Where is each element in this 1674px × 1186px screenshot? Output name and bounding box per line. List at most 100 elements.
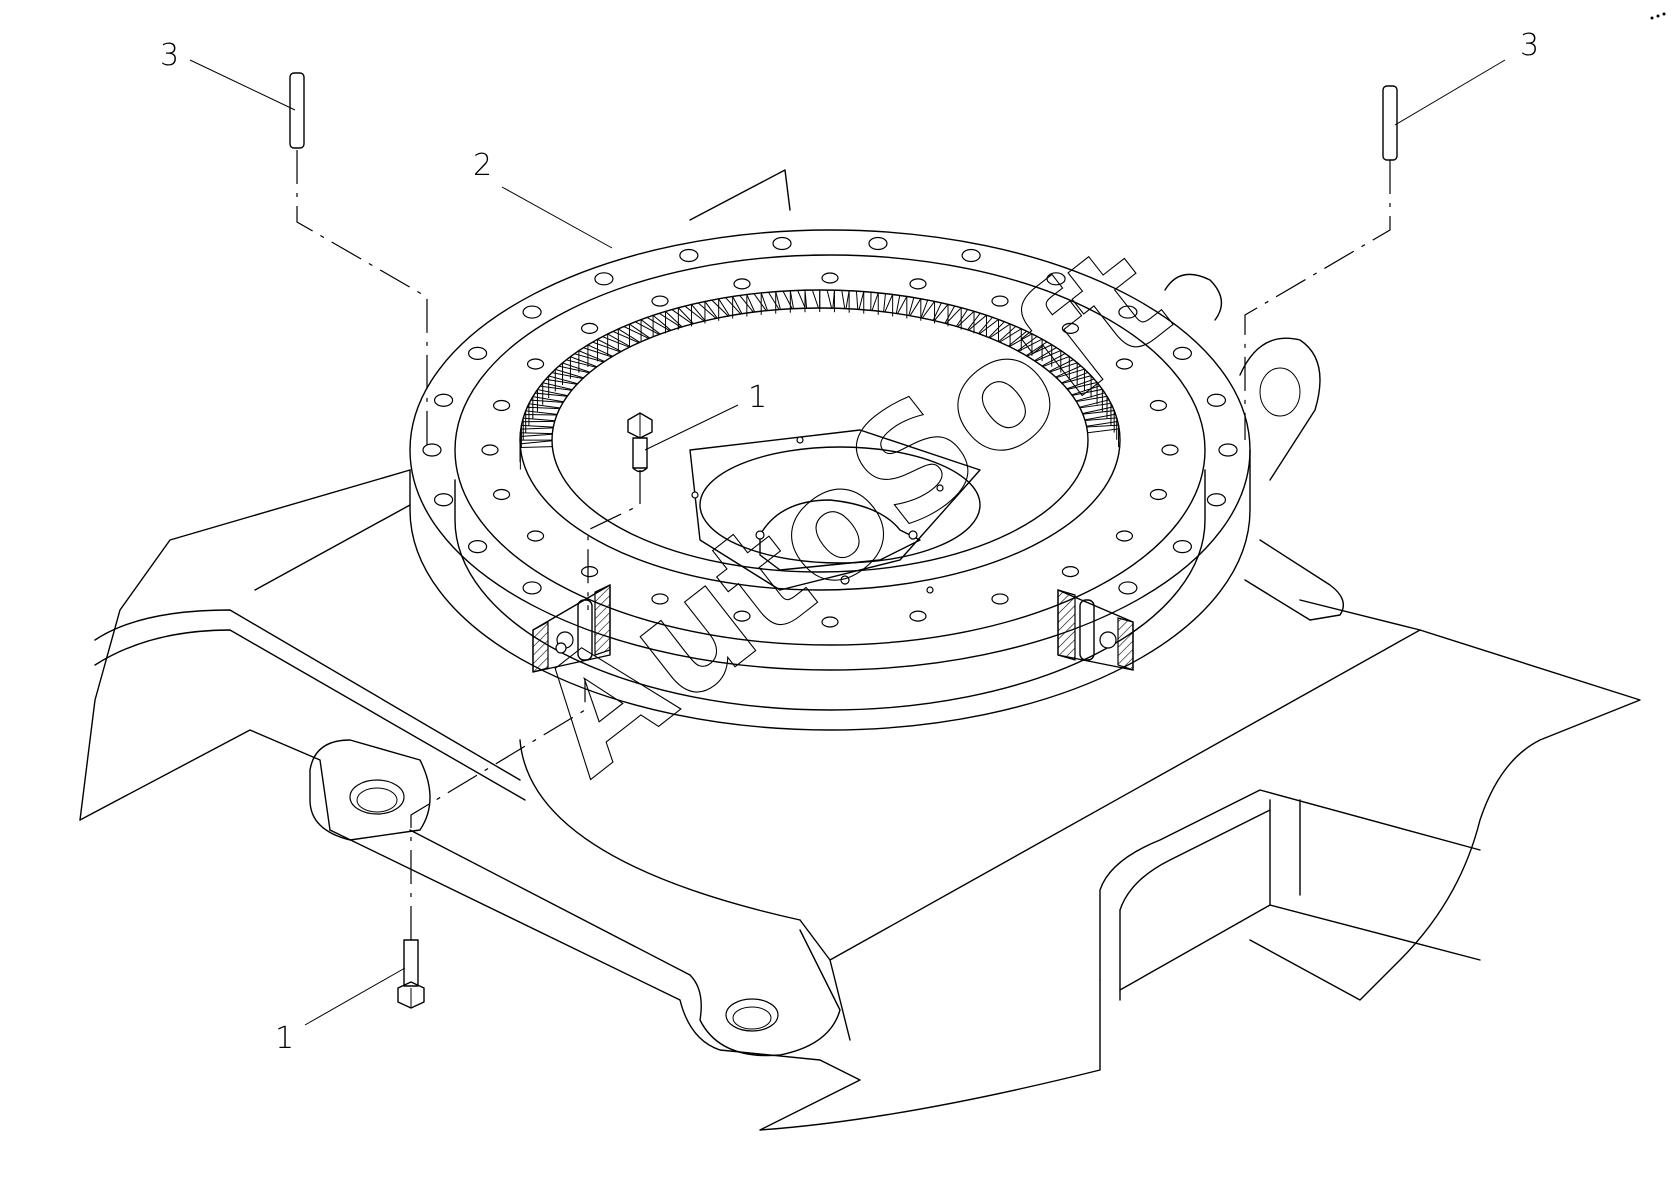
gear-tooth — [945, 307, 969, 327]
inner-bolt-hole — [580, 322, 599, 334]
callout-bolt-bottom: 1 — [275, 1021, 294, 1056]
gear-tooth — [1042, 355, 1075, 372]
gear-tooth — [789, 289, 806, 309]
gear-tooth — [519, 427, 554, 435]
gear-tooth — [547, 372, 584, 385]
inner-bolt-hole — [651, 593, 669, 605]
outer-bolt-hole — [1218, 443, 1238, 457]
frame-hole-bottom — [725, 998, 779, 1032]
ring-inner-edge — [454, 254, 1206, 646]
inner-bolt-hole — [526, 530, 545, 542]
callout-slewing-ring: 2 — [473, 148, 492, 183]
center-opening — [699, 446, 981, 564]
outer-bolt-hole — [772, 236, 792, 251]
inner-bolt-hole — [481, 444, 499, 456]
frame-hole-left — [349, 779, 405, 815]
gear-tooth — [1056, 368, 1089, 384]
pin-right — [1382, 85, 1398, 161]
inner-bolt-hole — [991, 593, 1009, 605]
gear-tooth — [1034, 349, 1067, 367]
gear-tooth — [569, 353, 604, 368]
gear-tooth — [532, 392, 568, 403]
gear-tooth — [871, 292, 887, 312]
gear-tooth — [760, 291, 780, 311]
gear-tooth — [561, 359, 597, 373]
outer-bolt-holes — [422, 236, 1238, 595]
bolt-top — [627, 412, 653, 473]
gear-tooth — [1067, 381, 1101, 396]
gear-tooth — [1062, 375, 1096, 390]
gear-tooth — [1009, 333, 1039, 352]
inner-bolt-hole — [1115, 530, 1134, 542]
outer-bolt-hole — [1118, 581, 1138, 595]
inner-bolt-hole — [492, 399, 511, 412]
outer-bolt-hole — [522, 581, 542, 595]
inner-bolt-hole — [1061, 322, 1080, 334]
corner-mark — [1650, 12, 1666, 20]
outer-bolt-hole — [1118, 305, 1138, 319]
inner-bolt-holes — [481, 272, 1179, 628]
gear-tooth — [717, 297, 742, 317]
gear-tooth — [933, 303, 956, 324]
gear-tooth — [520, 420, 555, 428]
gear-tooth — [746, 293, 767, 313]
inner-bolt-hole — [580, 566, 599, 578]
gear-tooth — [606, 330, 640, 348]
gear-tooth — [1076, 395, 1110, 408]
outer-bolt-hole — [1046, 272, 1066, 286]
gear-tooth — [731, 294, 754, 314]
callout-pin-right: 3 — [1520, 28, 1539, 63]
outer-bolt-hole — [433, 393, 454, 407]
gear-tooth — [999, 328, 1028, 347]
gear-tooth — [586, 341, 621, 357]
inner-bolt-hole — [733, 610, 751, 622]
gear-tooth — [628, 321, 660, 339]
inner-bolt-hole — [733, 278, 751, 290]
callout-bolt-top: 1 — [748, 380, 767, 415]
gear-tooth — [524, 406, 560, 415]
gear-tooth — [1018, 338, 1048, 357]
gear-tooth — [897, 295, 915, 316]
gear-tooth — [858, 291, 872, 311]
inner-bolt-hole — [821, 616, 839, 628]
inner-bolt-hole — [492, 488, 511, 501]
gear-tooth — [536, 385, 572, 397]
gear-tooth — [1026, 344, 1058, 362]
inner-bolt-hole — [651, 295, 669, 307]
outer-bolt-hole — [594, 272, 614, 286]
gear-tooth — [541, 378, 578, 391]
outer-bolt-hole — [522, 305, 542, 319]
inner-bolt-hole — [991, 295, 1009, 307]
gear-tooth — [640, 316, 671, 335]
inner-bolt-hole — [1161, 444, 1179, 456]
outer-bolt-hole — [1206, 393, 1227, 407]
gear-tooth — [677, 305, 705, 324]
gear-tooth — [832, 289, 846, 309]
assembly-centerlines — [296, 150, 1391, 940]
gear-tooth — [554, 365, 590, 379]
inner-bolt-hole — [1149, 488, 1168, 501]
gear-tooth — [968, 314, 994, 334]
inner-bolt-hole — [1115, 358, 1134, 370]
callout-pin-left: 3 — [160, 38, 179, 73]
gear-tooth — [664, 309, 693, 328]
inner-bolt-hole — [1149, 399, 1168, 412]
gear-tooth — [1072, 388, 1106, 402]
gear-tooth — [804, 289, 819, 309]
slewing-ring — [409, 229, 1251, 731]
inner-bolt-hole — [909, 278, 927, 290]
gear-teeth — [519, 289, 1120, 470]
gear-tooth — [909, 298, 929, 318]
gear-tooth — [596, 336, 630, 352]
outer-bolt-hole — [1206, 493, 1227, 507]
outer-bolt-hole — [961, 248, 981, 263]
outer-bolt-hole — [467, 346, 488, 360]
inner-bolt-hole — [1061, 566, 1080, 578]
inner-bolt-hole — [821, 272, 839, 284]
bolt-bottom — [397, 939, 425, 1009]
gear-tooth — [921, 300, 943, 321]
gear-tooth — [884, 293, 901, 314]
pin-left — [289, 72, 305, 149]
leader-lines — [189, 59, 1506, 1026]
